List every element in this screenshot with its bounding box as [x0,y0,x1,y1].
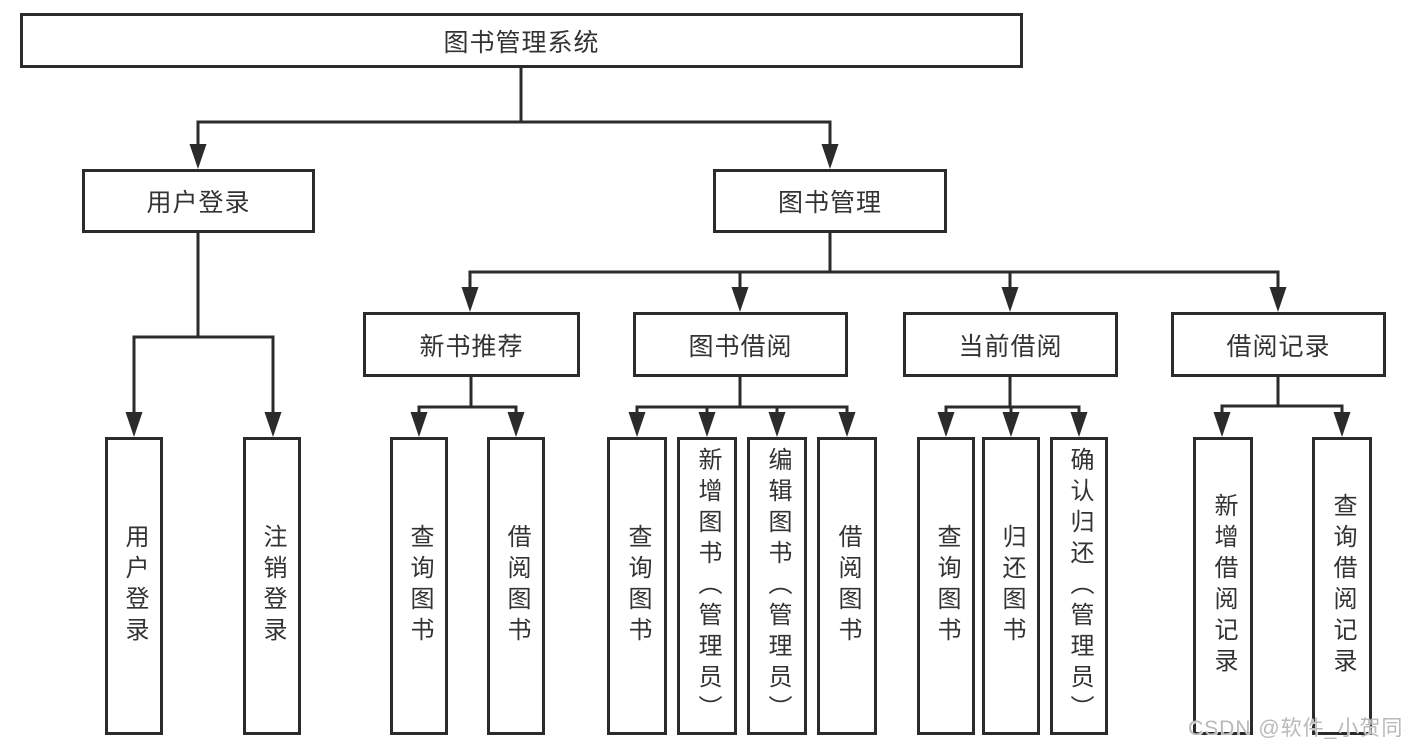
leaf-borrow-query-books-label: 查询图书 [624,524,651,648]
connector-user-login-children [125,232,282,437]
connector-current-borrow-children [937,377,1088,437]
node-current-borrow-label: 当前借阅 [958,332,1063,361]
connector-new-book-children [410,377,525,437]
leaf-logout: 注销登录 [243,437,301,735]
node-book-borrow-label: 图书借阅 [688,332,793,361]
leaf-current-query-books-label: 查询图书 [933,524,960,648]
leaf-current-query-books: 查询图书 [917,437,975,735]
leaf-user-login: 用户登录 [105,437,163,735]
leaf-newbook-borrow-books-label: 借阅图书 [503,524,530,648]
leaf-newbook-query-books: 查询图书 [390,437,448,735]
node-root-label: 图书管理系统 [443,28,600,57]
leaf-current-return-books: 归还图书 [982,437,1040,735]
node-new-book-recommend-label: 新书推荐 [419,332,524,361]
leaf-newbook-query-books-label: 查询图书 [406,524,433,648]
node-current-borrow: 当前借阅 [903,312,1118,377]
leaf-current-return-books-label: 归还图书 [998,524,1025,648]
node-root: 图书管理系统 [20,13,1023,68]
leaf-newbook-borrow-books: 借阅图书 [487,437,545,735]
node-book-management-label: 图书管理 [777,189,882,217]
leaf-current-confirm-return-admin-label: 确认归还（管理员） [1066,446,1093,726]
connector-borrow-records-children [1213,377,1351,437]
node-book-borrow: 图书借阅 [633,312,848,377]
watermark: CSDN @软件_小贺同学 [1188,717,1405,740]
leaf-records-add-record-label: 新增借阅记录 [1210,493,1237,679]
leaf-user-login-label: 用户登录 [121,524,148,648]
connector-book-borrow-children [628,377,856,437]
connector-book-mgmt-to-level3 [461,232,1287,312]
leaf-borrow-query-books: 查询图书 [607,437,667,735]
leaf-borrow-borrow-books: 借阅图书 [817,437,877,735]
leaf-logout-label: 注销登录 [259,524,286,648]
node-user-login-label: 用户登录 [146,189,251,217]
leaf-borrow-edit-books-admin: 编辑图书（管理员） [747,437,807,735]
leaf-borrow-add-books-admin: 新增图书（管理员） [677,437,737,735]
node-user-login: 用户登录 [82,169,315,233]
connector-root-to-level2 [189,68,839,169]
leaf-current-confirm-return-admin: 确认归还（管理员） [1050,437,1108,735]
leaf-records-query-record-label: 查询借阅记录 [1329,493,1356,679]
leaf-borrow-add-books-admin-label: 新增图书（管理员） [694,446,721,726]
node-borrow-records-label: 借阅记录 [1226,332,1331,361]
node-book-management: 图书管理 [713,169,947,233]
node-borrow-records: 借阅记录 [1171,312,1386,377]
leaf-borrow-edit-books-admin-label: 编辑图书（管理员） [764,446,791,726]
leaf-records-query-record: 查询借阅记录 [1312,437,1372,735]
node-new-book-recommend: 新书推荐 [363,312,580,377]
leaf-records-add-record: 新增借阅记录 [1193,437,1253,735]
leaf-borrow-borrow-books-label: 借阅图书 [834,524,861,648]
